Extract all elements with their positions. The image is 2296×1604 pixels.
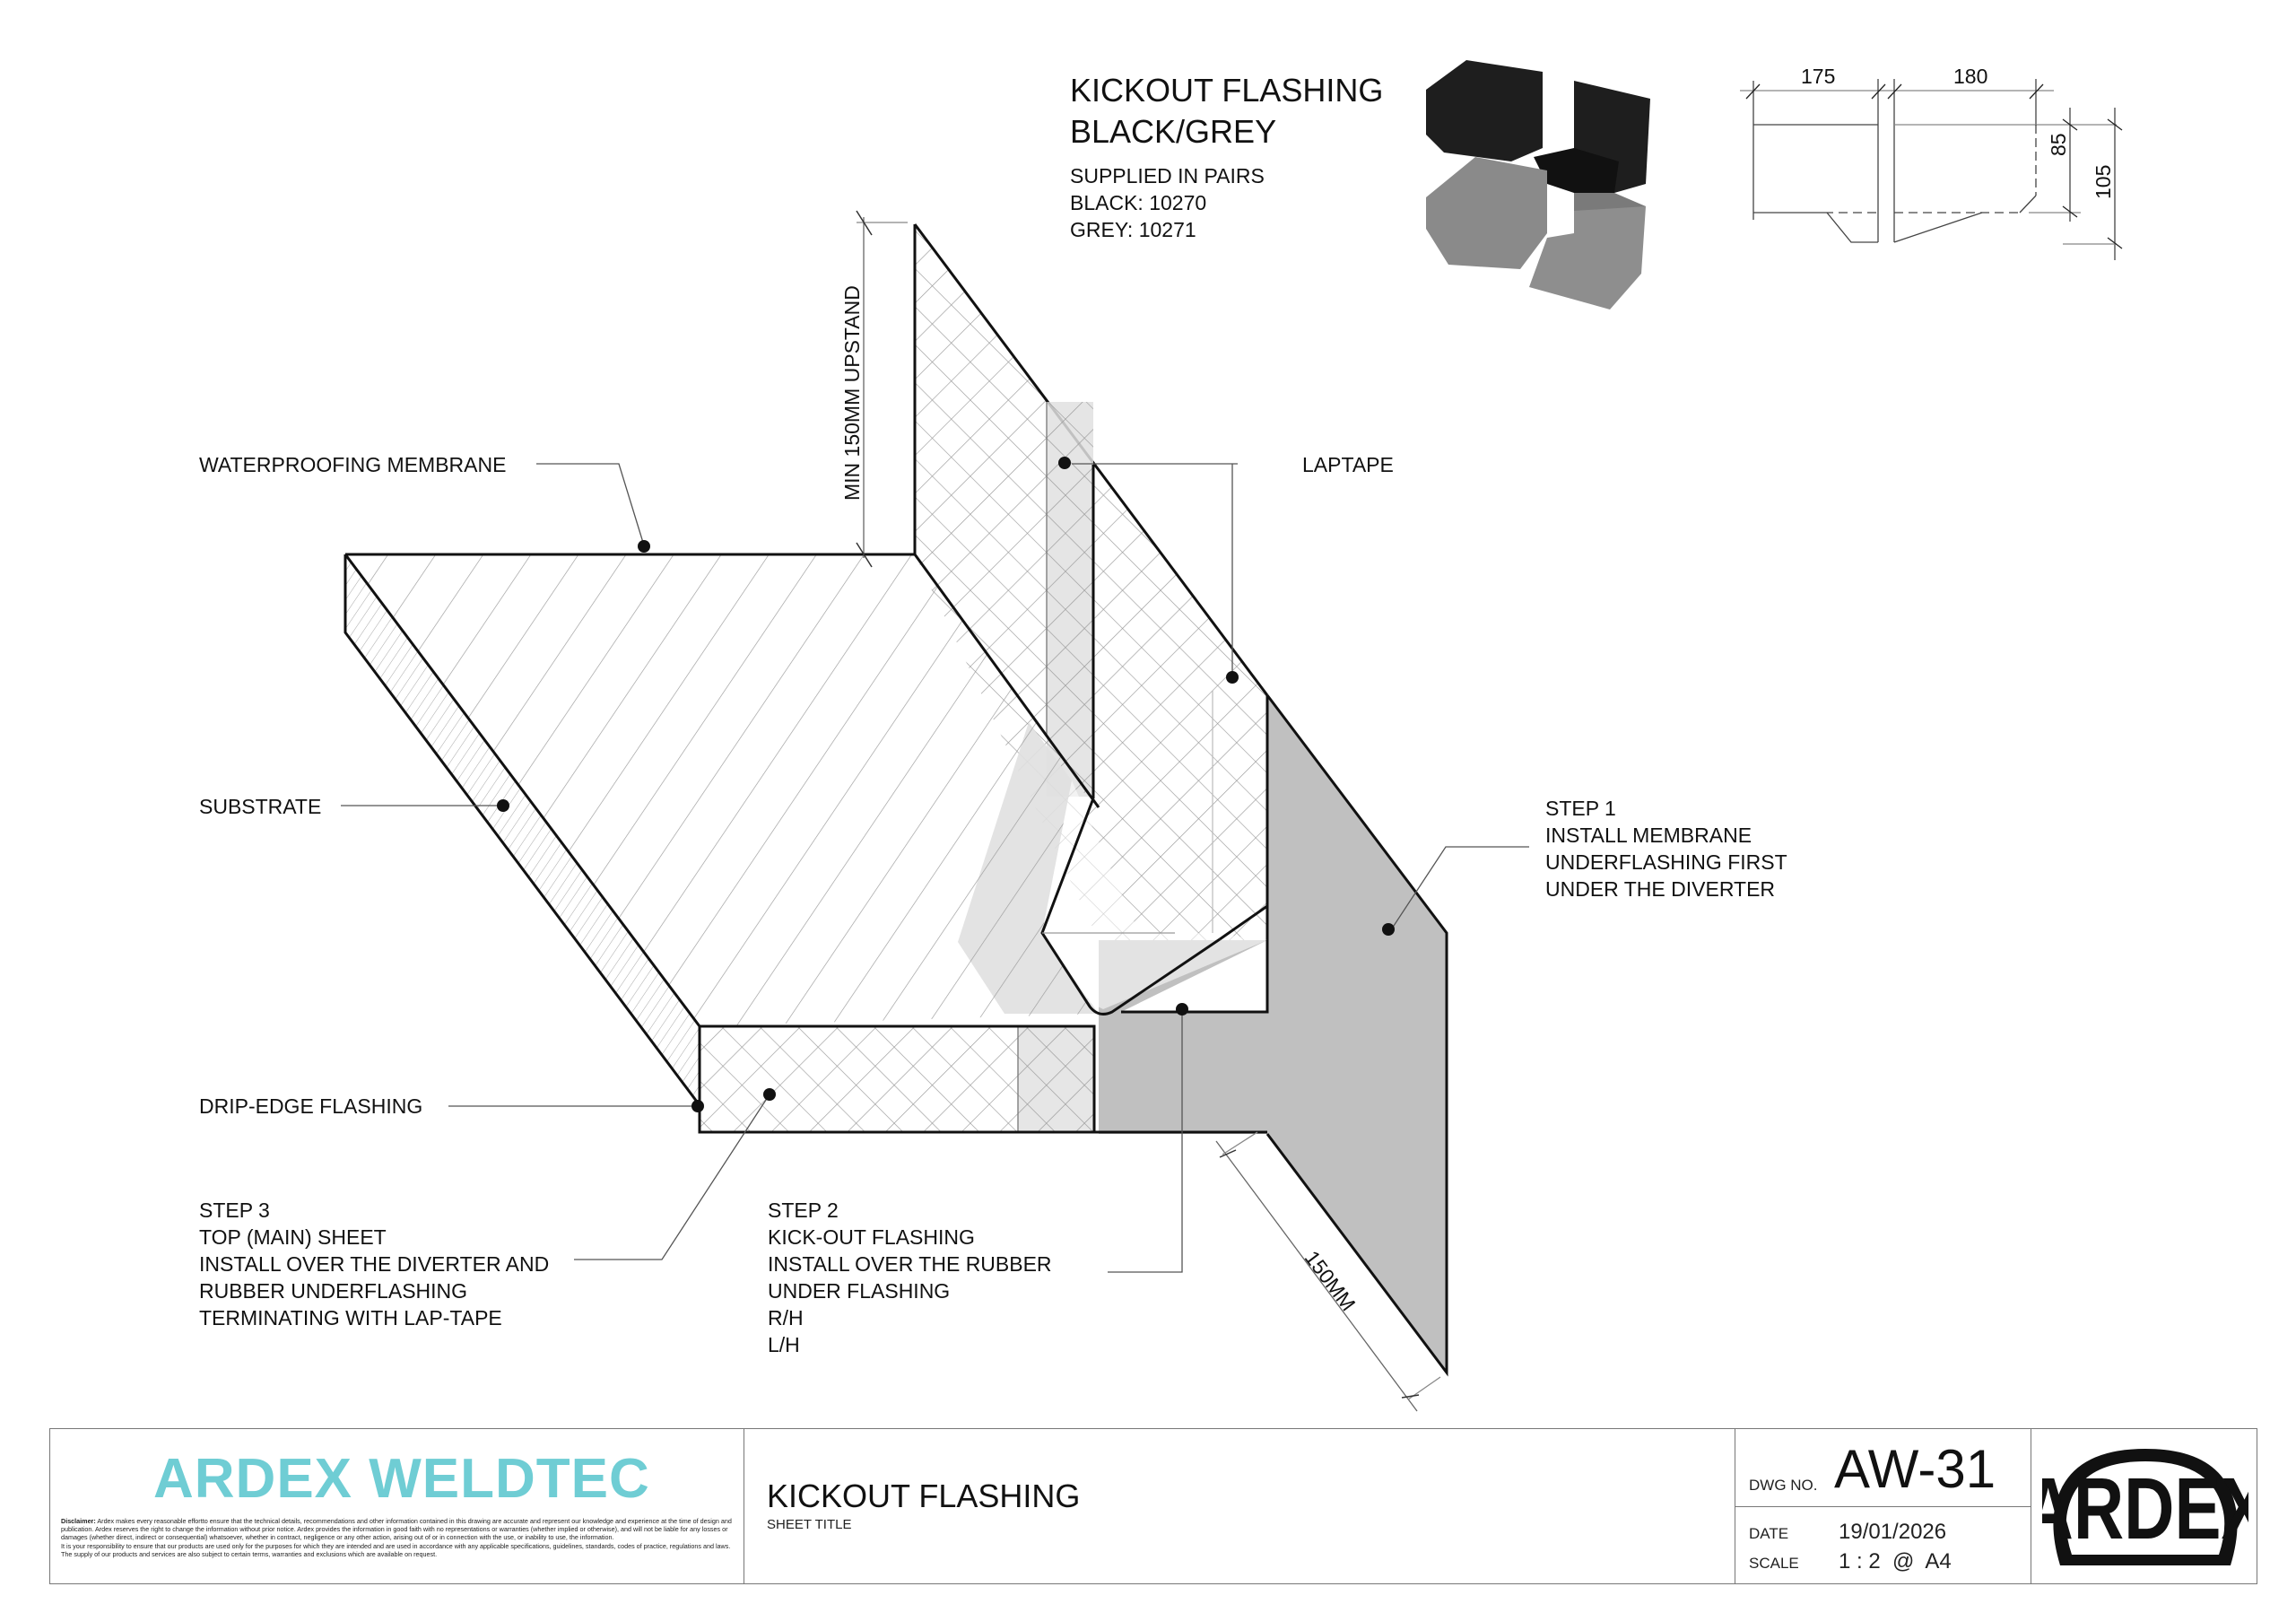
sheet-title: KICKOUT FLASHING <box>767 1478 1081 1514</box>
sheet-title-label: SHEET TITLE <box>767 1517 852 1532</box>
disclaimer: Disclaimer: Ardex makes every reasonable… <box>61 1517 743 1558</box>
ardex-logo: ARDEX <box>2042 1449 2248 1565</box>
product-detail-supply: SUPPLIED IN PAIRS <box>1070 164 1265 187</box>
step1-title: STEP 1 <box>1545 797 1616 820</box>
step2-title: STEP 2 <box>768 1199 839 1222</box>
kickout-dimension-sketch <box>1740 79 2123 260</box>
leader-lines <box>341 463 1529 1273</box>
callout-dots <box>497 457 1395 1112</box>
step2-line: UNDER FLASHING <box>768 1279 951 1303</box>
membrane-underflashing <box>1099 695 1447 1373</box>
step1-note: STEP 1 INSTALL MEMBRANE UNDERFLASHING FI… <box>1545 795 1787 902</box>
title-block-logo-cell: ARDEX <box>2031 1429 2256 1583</box>
label-laptape: LAPTAPE <box>1302 453 1394 476</box>
label-drip-edge-flashing: DRIP-EDGE FLASHING <box>199 1094 423 1118</box>
product-details: SUPPLIED IN PAIRS BLACK: 10270 GREY: 102… <box>1070 162 1265 243</box>
step1-line: UNDERFLASHING FIRST <box>1545 850 1787 874</box>
step1-line: UNDER THE DIVERTER <box>1545 877 1776 901</box>
disclaimer-label: Disclaimer: <box>61 1517 96 1525</box>
substrate-edge <box>345 554 700 1105</box>
step3-line: RUBBER UNDERFLASHING <box>199 1279 468 1303</box>
date-value: 19/01/2026 <box>1839 1520 1947 1544</box>
scale-value: 1 : 2 @ A4 <box>1839 1549 1952 1573</box>
scale-label: SCALE <box>1749 1555 1799 1572</box>
label-substrate: SUBSTRATE <box>199 795 322 818</box>
title-block: ARDEX WELDTEC Disclaimer: Ardex makes ev… <box>49 1428 2257 1584</box>
product-detail-grey-code: GREY: 10271 <box>1070 218 1196 241</box>
product-title-line1: KICKOUT FLASHING <box>1070 72 1384 109</box>
dwg-no: AW-31 <box>1834 1439 1996 1499</box>
label-min-upstand: MIN 150MM UPSTAND <box>840 285 864 501</box>
step3-title: STEP 3 <box>199 1199 270 1222</box>
title-block-info-cell: DWG NO. AW-31 DATE 19/01/2026 SCALE 1 : … <box>1735 1429 2031 1583</box>
step2-line: R/H <box>768 1306 804 1329</box>
step2-note: STEP 2 KICK-OUT FLASHING INSTALL OVER TH… <box>768 1197 1052 1358</box>
label-waterproofing-membrane: WATERPROOFING MEMBRANE <box>199 453 507 476</box>
step3-note: STEP 3 TOP (MAIN) SHEET INSTALL OVER THE… <box>199 1197 549 1331</box>
step3-line: TOP (MAIN) SHEET <box>199 1225 387 1249</box>
ardex-logo-text: ARDEX <box>2042 1460 2248 1557</box>
product-detail-black-code: BLACK: 10270 <box>1070 191 1207 214</box>
dim-height-inner: 85 <box>2047 133 2070 156</box>
kickout-product-photo <box>1395 49 1709 318</box>
kickout-diverter <box>1042 780 1267 1009</box>
step2-line: L/H <box>768 1333 800 1356</box>
product-title: KICKOUT FLASHING BLACK/GREY <box>1070 70 1383 153</box>
dim-width-right: 180 <box>1953 65 1988 88</box>
disclaimer-text: Ardex makes every reasonable effortto en… <box>61 1517 732 1542</box>
brand-wordmark: ARDEX WELDTEC <box>153 1448 650 1510</box>
dwg-no-label: DWG NO. <box>1749 1477 1818 1494</box>
step1-line: INSTALL MEMBRANE <box>1545 824 1752 847</box>
step2-line: KICK-OUT FLASHING <box>768 1225 975 1249</box>
title-block-brand-cell: ARDEX WELDTEC Disclaimer: Ardex makes ev… <box>50 1429 744 1583</box>
title-block-sheet-cell: KICKOUT FLASHING SHEET TITLE <box>744 1429 1735 1583</box>
150mm-dimension-line <box>1215 1140 1418 1412</box>
product-title-line2: BLACK/GREY <box>1070 113 1277 150</box>
main-sheet-top-surface <box>345 554 1099 1026</box>
dim-width-left: 175 <box>1801 65 1836 88</box>
step2-line: INSTALL OVER THE RUBBER <box>768 1252 1052 1276</box>
date-label: DATE <box>1749 1525 1789 1542</box>
dim-height-outer: 105 <box>2092 164 2115 199</box>
disclaimer-text-2: It is your responsibility to ensure that… <box>61 1541 731 1558</box>
step3-line: INSTALL OVER THE DIVERTER AND <box>199 1252 550 1276</box>
step3-line: TERMINATING WITH LAP-TAPE <box>199 1306 502 1329</box>
info-divider <box>1735 1506 2031 1507</box>
